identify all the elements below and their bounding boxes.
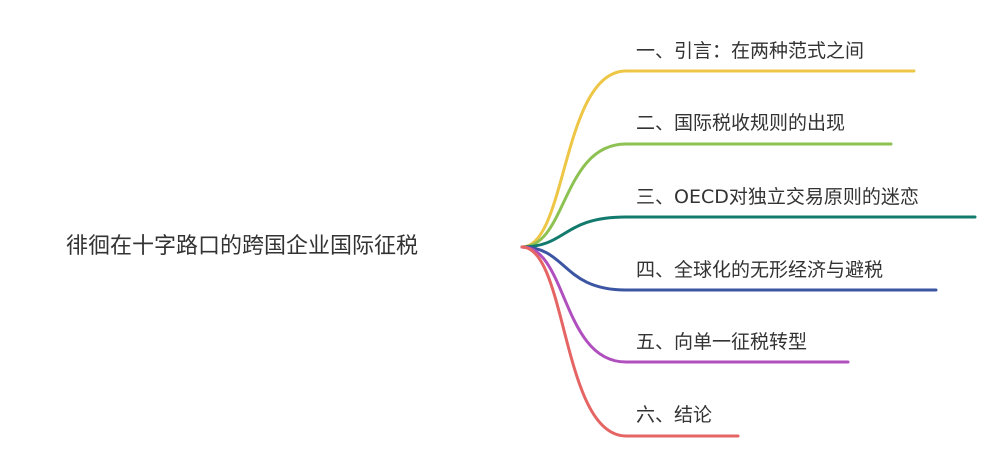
branch-topic-oecd-arms-length[interactable]: 三、OECD对独立交易原则的迷恋 — [636, 186, 919, 208]
edge-oecd-arms-length — [520, 215, 977, 249]
root-topic[interactable]: 徘徊在十字路口的跨国企业国际征税 — [66, 234, 419, 259]
branch-topic-introduction[interactable]: 一、引言：在两种范式之间 — [636, 40, 865, 62]
edge-intangible-economy — [520, 245, 938, 292]
edge-unitary-taxation — [520, 245, 850, 364]
branch-topic-unitary-taxation[interactable]: 五、向单一征税转型 — [636, 331, 808, 353]
branch-topic-rules-emergence[interactable]: 二、国际税收规则的出现 — [636, 112, 846, 134]
branch-topic-intangible-economy[interactable]: 四、全球化的无形经济与避税 — [636, 259, 884, 281]
branch-topic-conclusion[interactable]: 六、结论 — [636, 404, 713, 426]
edge-introduction — [520, 69, 916, 249]
edge-rules-emergence — [520, 142, 893, 249]
edge-conclusion — [520, 245, 740, 438]
